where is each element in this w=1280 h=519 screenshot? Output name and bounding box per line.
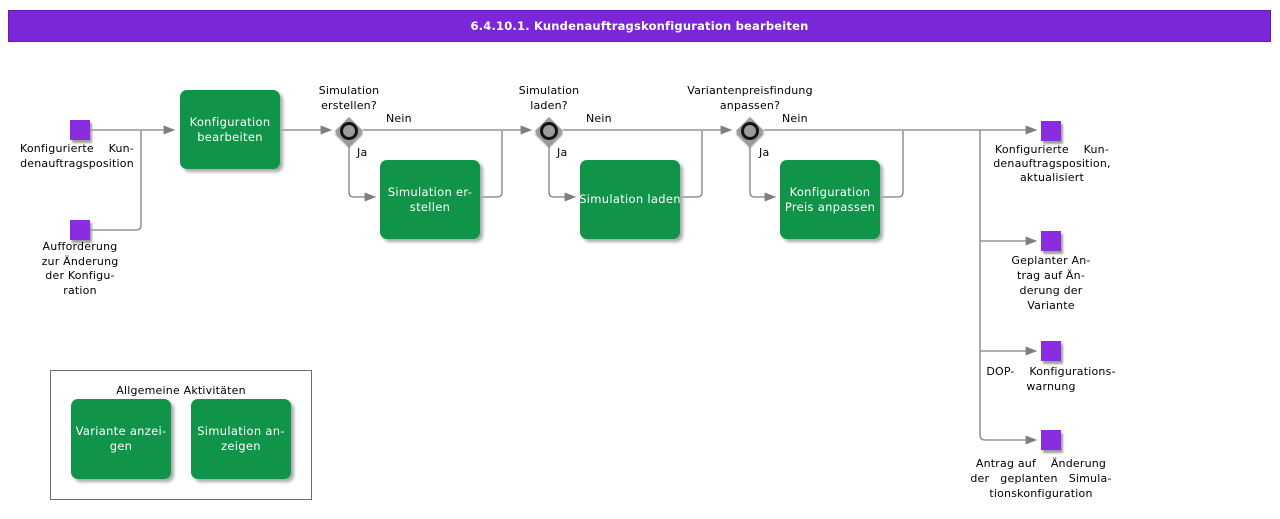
gateway1-no-label: Nein	[386, 112, 412, 125]
diagram-title: 6.4.10.1. Kundenauftragskonfiguration be…	[470, 19, 809, 33]
activity-simulation-laden-label: Simulation laden	[579, 192, 681, 206]
event-dop-konfigurationswarnung-label: DOP- Konfigurations- warnung	[986, 365, 1116, 393]
gateway2-circle-icon	[540, 122, 558, 140]
gateway1-question: Simulation erstellen?	[318, 84, 380, 112]
event-geplanter-antrag-variante-label: Geplanter An- trag auf Än- derung der Va…	[1011, 254, 1091, 312]
activity-konfiguration-preis-anpassen-label: Konfiguration Preis anpassen	[784, 184, 876, 214]
activity-simulation-erstellen-label: Simulation er- stellen	[387, 184, 473, 214]
gateway2-no-label: Nein	[586, 112, 612, 125]
activity-simulation-anzeigen-label: Simulation an- zeigen	[197, 424, 285, 453]
event-geplanter-antrag-variante-icon[interactable]	[1041, 231, 1061, 251]
diagram-title-bar: 6.4.10.1. Kundenauftragskonfiguration be…	[8, 10, 1271, 42]
gateway3-no-label: Nein	[782, 112, 808, 125]
gateway2-decision-icon[interactable]	[534, 116, 564, 146]
activity-konfiguration-bearbeiten-label: Konfiguration bearbeiten	[189, 114, 271, 144]
activity-variante-anzeigen-label: Variante anzei- gen	[75, 424, 167, 453]
activity-simulation-laden[interactable]: Simulation laden	[579, 160, 681, 239]
edge-activity3-join	[680, 131, 703, 198]
event-aufforderung-aenderung-icon[interactable]	[70, 220, 90, 240]
legend-title: Allgemeine Aktivitäten	[116, 384, 246, 397]
edge-activity4-join	[880, 131, 904, 198]
gateway2-yes-label: Ja	[557, 146, 568, 159]
activity-konfiguration-preis-anpassen[interactable]: Konfiguration Preis anpassen	[780, 160, 880, 239]
event-aufforderung-aenderung-label: Aufforderung zur Änderung der Konfigu- r…	[41, 240, 119, 297]
activity-simulation-erstellen[interactable]: Simulation er- stellen	[380, 160, 480, 239]
event-antrag-simulationskonfiguration-label: Antrag auf Änderung der geplanten Simula…	[970, 457, 1112, 500]
gateway1-yes-label: Ja	[357, 146, 368, 159]
edge-branch-to-output4	[979, 130, 1038, 445]
gateway2-question: Simulation laden?	[518, 84, 580, 112]
event-konfigurierte-kundenauftragsposition-icon[interactable]	[70, 120, 90, 140]
edge-input2-join	[90, 131, 142, 231]
gateway1-circle-icon	[340, 122, 358, 140]
activity-variante-anzeigen[interactable]: Variante anzei- gen	[71, 399, 171, 479]
event-antrag-simulationskonfiguration-icon[interactable]	[1041, 430, 1061, 450]
edge-gateway1-ja	[348, 145, 377, 202]
gateway3-question: Variantenpreisfindung anpassen?	[687, 84, 813, 112]
event-konfigurierte-kundenauftragsposition-label: Konfigurierte Kun- denauftragsposition	[20, 142, 134, 170]
gateway1-decision-icon[interactable]	[334, 116, 364, 146]
gateway3-circle-icon	[741, 122, 759, 140]
gateway3-yes-label: Ja	[759, 146, 770, 159]
edge-gateway3-ja	[749, 145, 777, 202]
event-kundenauftragsposition-aktualisiert-label: Konfigurierte Kun- denauftragsposition, …	[993, 143, 1111, 184]
legend-allgemeine-aktivitaeten: Allgemeine Aktivitäten Variante anzei- g…	[50, 370, 312, 500]
gateway3-decision-icon[interactable]	[735, 116, 765, 146]
edge-gateway2-ja	[548, 145, 577, 202]
event-kundenauftragsposition-aktualisiert-icon[interactable]	[1041, 121, 1061, 141]
event-dop-konfigurationswarnung-icon[interactable]	[1041, 341, 1061, 361]
activity-simulation-anzeigen[interactable]: Simulation an- zeigen	[191, 399, 291, 479]
activity-konfiguration-bearbeiten[interactable]: Konfiguration bearbeiten	[180, 90, 280, 169]
edge-activity2-join	[480, 131, 503, 198]
